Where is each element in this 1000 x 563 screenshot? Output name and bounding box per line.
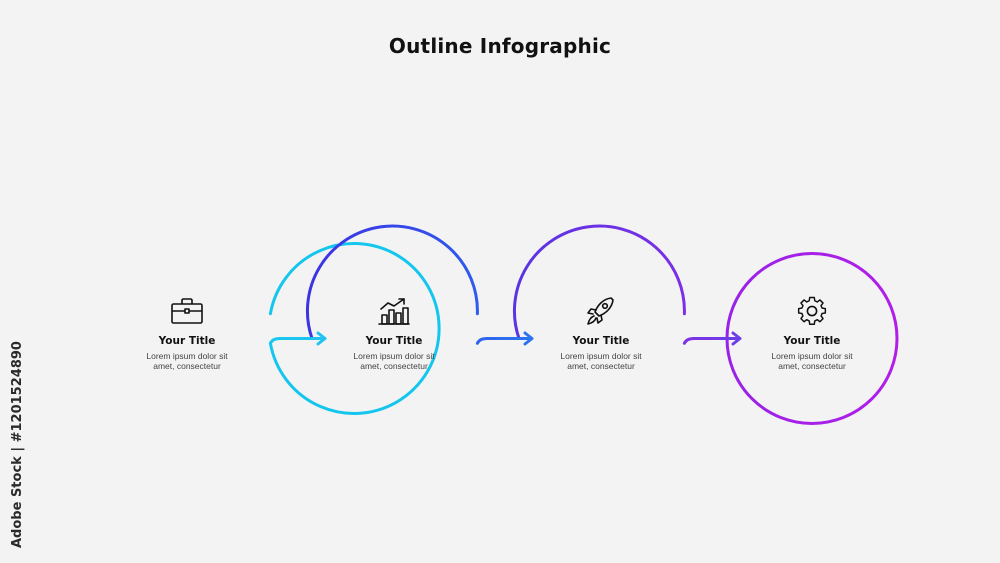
step-1: Your Title Lorem ipsum dolor sit amet, c… (102, 293, 272, 371)
connector-1-arrow (268, 331, 327, 346)
rocket-icon (587, 297, 614, 325)
step-1-text: Lorem ipsum dolor sit amet, consectetur (146, 351, 228, 371)
stock-watermark: Adobe Stock | #1201524890 (10, 341, 25, 548)
connector-3-arrow (682, 331, 742, 346)
briefcase-icon (171, 298, 203, 324)
step-1-ring (268, 242, 441, 415)
connector-2-arrow (475, 331, 534, 346)
gear-icon (797, 296, 827, 325)
page-title: Outline Infographic (388, 34, 612, 58)
step-3-text: Lorem ipsum dolor sit amet, consectetur (560, 351, 642, 371)
step-3-title: Your Title (572, 335, 630, 347)
step-4-title: Your Title (783, 335, 841, 347)
step-2: Your Title Lorem ipsum dolor sit amet, c… (309, 293, 479, 371)
step-2-ring (305, 224, 479, 340)
step-4-text: Lorem ipsum dolor sit amet, consectetur (771, 351, 853, 371)
step-1-title: Your Title (158, 335, 216, 347)
step-3-ring (512, 224, 686, 340)
step-2-text: Lorem ipsum dolor sit amet, consectetur (353, 351, 435, 371)
bar-chart-icon (378, 298, 410, 325)
step-2-title: Your Title (365, 335, 423, 347)
step-4: Your Title Lorem ipsum dolor sit amet, c… (727, 293, 897, 371)
step-3: Your Title Lorem ipsum dolor sit amet, c… (516, 293, 686, 371)
